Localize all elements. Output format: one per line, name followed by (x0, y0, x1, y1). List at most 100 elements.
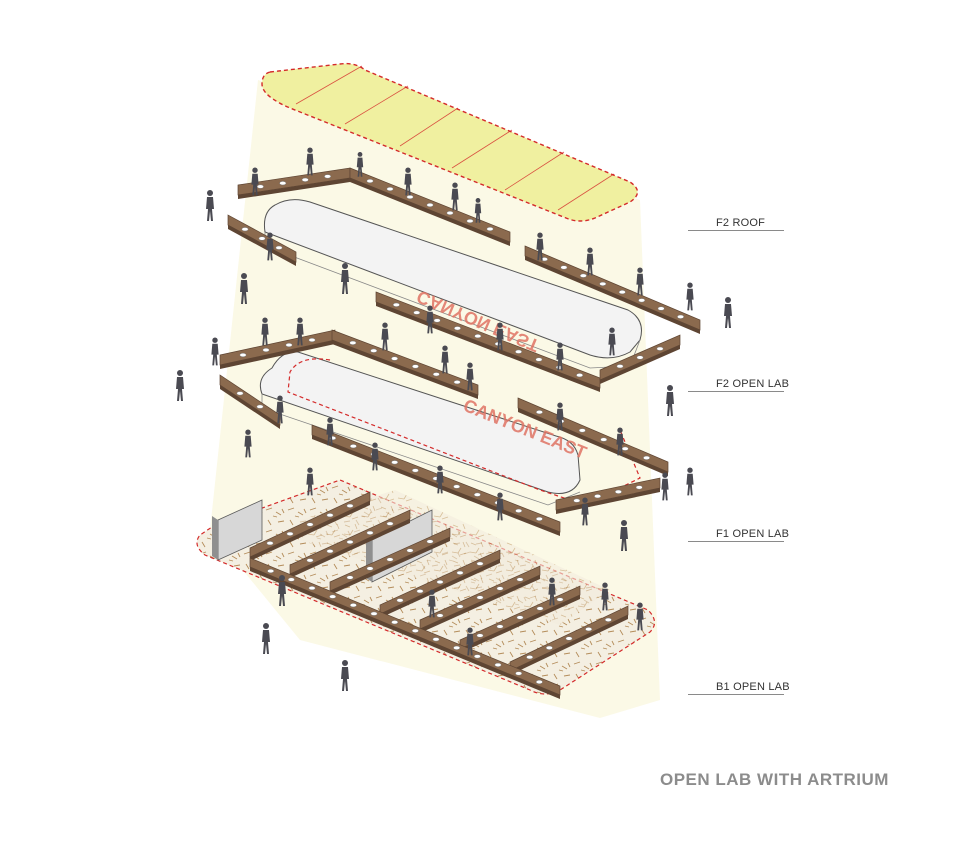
person-figure (556, 342, 564, 371)
level-label-f1-open-lab: F1 OPEN LAB (716, 528, 790, 540)
workstation-marker (535, 516, 543, 521)
f2-atrium-void (264, 199, 642, 359)
workstation-marker (476, 595, 484, 600)
workstation-marker (474, 334, 482, 339)
workstation-marker (413, 310, 421, 315)
workstation-marker (386, 557, 394, 562)
level-leader-line (688, 694, 784, 695)
workstation-marker (515, 671, 523, 676)
person-figure (586, 247, 594, 276)
person-figure (206, 190, 214, 221)
workstation-marker (535, 679, 543, 685)
f2-desk-strip (237, 167, 351, 199)
workstation-marker (370, 348, 378, 353)
person-figure (474, 198, 482, 223)
workstation-marker (446, 210, 454, 216)
person-figure (341, 263, 349, 294)
workstation-marker (286, 531, 294, 536)
level-leader-line (688, 230, 784, 231)
workstation-marker (657, 306, 665, 311)
workstation-marker (456, 604, 464, 609)
workstation-marker (579, 273, 587, 278)
workstation-marker (473, 492, 481, 497)
f1-dashed-boundary (287, 358, 641, 506)
workstation-marker (236, 391, 244, 396)
f2-desk-strip (349, 167, 511, 246)
workstation-marker (306, 522, 314, 527)
workstation-marker (267, 568, 275, 574)
workstation-marker (614, 489, 622, 494)
person-figure (276, 395, 284, 424)
person-figure (466, 627, 474, 656)
workstation-marker (386, 521, 394, 526)
workstation-marker (411, 628, 419, 633)
person-figure (306, 467, 314, 496)
workstation-marker (432, 637, 440, 642)
workstation-marker (453, 380, 461, 385)
person-figure (240, 273, 248, 304)
person-figure (601, 582, 609, 611)
person-figure (278, 575, 286, 606)
workstation-marker (285, 342, 293, 348)
person-figure (556, 402, 564, 431)
person-figure (581, 497, 589, 526)
workstation-marker (416, 589, 424, 594)
f1-desk-strip (219, 374, 281, 429)
level-label-f2-roof: F2 ROOF (716, 217, 766, 229)
workstation-marker (346, 575, 354, 580)
f2-desk-strip (227, 214, 297, 266)
workstation-marker (266, 541, 274, 546)
workstation-marker (545, 645, 553, 650)
workstation-marker (486, 226, 494, 232)
b1-desk-bench (419, 565, 541, 633)
person-figure (496, 322, 504, 351)
workstation-marker (433, 318, 441, 323)
person-figure (296, 317, 304, 346)
workstation-marker (349, 340, 357, 345)
f2-desk-strip (599, 334, 681, 384)
workstation-marker (386, 186, 394, 192)
workstation-marker (370, 611, 378, 616)
workstation-marker (241, 227, 249, 232)
workstation-marker (411, 364, 419, 369)
f1-desk-strip (517, 397, 669, 476)
workstation-marker (411, 468, 419, 473)
workstation-marker (366, 530, 374, 535)
roof-slab (261, 62, 639, 222)
workstation-marker (239, 352, 247, 358)
workstation-marker (456, 570, 464, 575)
person-figure (686, 282, 694, 311)
workstation-marker (476, 561, 484, 566)
person-figure (426, 305, 434, 334)
workstation-marker (453, 645, 461, 650)
person-figure (636, 602, 644, 631)
person-figure (536, 232, 544, 261)
workstation-marker (426, 202, 434, 208)
b1-desk-bench (379, 549, 501, 618)
b1-partition-left (212, 499, 263, 561)
workstation-marker (256, 184, 264, 189)
person-figure (636, 267, 644, 296)
workstation-marker (275, 245, 283, 250)
person-figure (724, 297, 732, 328)
workstation-marker (516, 615, 524, 620)
person-figure (466, 362, 474, 391)
workstation-marker (258, 236, 266, 241)
person-figure (436, 465, 444, 494)
level-leader-line (688, 541, 784, 542)
f2-roof-level (261, 62, 639, 222)
person-figure (266, 232, 274, 261)
workstation-marker (324, 174, 332, 179)
workstation-marker (466, 218, 474, 224)
workstation-marker (279, 181, 287, 186)
workstation-marker (308, 586, 316, 591)
person-figure (666, 385, 674, 416)
person-figure (381, 322, 389, 351)
person-figure (306, 147, 314, 176)
workstation-marker (618, 290, 626, 295)
workstation-marker (436, 579, 444, 585)
person-figure (404, 167, 412, 196)
b1-desk-bench (329, 527, 451, 595)
person-figure (620, 520, 628, 551)
